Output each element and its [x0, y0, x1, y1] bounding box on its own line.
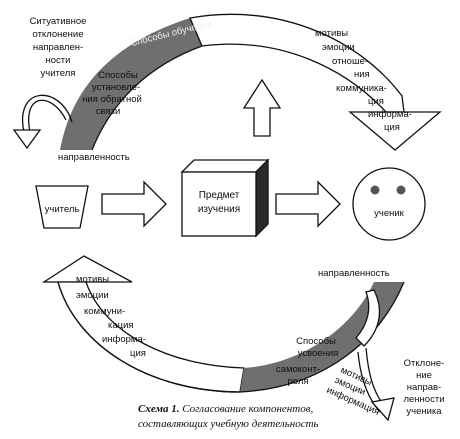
subject-line-2: изучения	[198, 204, 240, 215]
subject-cube-top	[180, 159, 270, 173]
teacher-deviation-text: Ситуативное отклонение направлен- ности …	[30, 16, 87, 79]
student-deviation-arrowhead	[370, 397, 395, 422]
top-right-line-1: мотивы	[315, 28, 348, 39]
bottom-left-line-1: мотивы	[76, 274, 109, 285]
up-arrow	[242, 78, 282, 137]
teacher-deviation-arrowhead	[12, 129, 42, 150]
subject-cube-side	[255, 158, 269, 238]
student-deviation-line-4: ленности	[403, 394, 444, 405]
student-deviation-line-2: ние	[416, 370, 432, 381]
deviation-line-2: отклонение	[33, 29, 84, 40]
student-deviation-line-5: ученика	[406, 406, 442, 417]
bottom-left-line-5: информа-	[102, 334, 146, 345]
top-right-list: мотивы эмоции отноше- ния коммуника- ция…	[315, 28, 412, 133]
feedback-line-2: установле-	[92, 82, 140, 93]
top-right-line-7: информа-	[368, 109, 412, 120]
caption-line-1: Схема 1. Согласование компонентов,	[138, 403, 313, 415]
teacher-label: учитель	[45, 204, 80, 215]
top-right-line-3: отноше-	[332, 56, 368, 67]
top-arc-inner-edge	[91, 45, 203, 151]
bottom-arc-arrowhead	[41, 255, 133, 283]
bottom-left-line-6: ция	[130, 348, 146, 359]
caption-number: Схема 1.	[138, 403, 179, 415]
student-deviation-swirl	[355, 289, 381, 347]
student-left-eye	[370, 185, 380, 195]
student-right-eye	[396, 185, 406, 195]
top-right-line-6: ция	[368, 96, 384, 107]
deviation-line-1: Ситуативное	[30, 16, 87, 27]
bottom-left-line-4: кация	[108, 320, 134, 331]
teacher-deviation-curve-inner	[21, 94, 73, 133]
subject-cube: Предмет изучения	[180, 158, 270, 238]
subject-cube-front	[181, 171, 257, 237]
deviation-line-3: направлен-	[33, 42, 83, 53]
student-deviation-line-1: Отклоне-	[404, 358, 445, 369]
bottom-left-line-2: эмоции	[76, 290, 109, 301]
student-small-list: мотивы эмоции информация	[325, 365, 381, 418]
subject-line-1: Предмет	[199, 190, 240, 201]
teacher-deviation-curve	[28, 99, 67, 133]
feedback-line-4: связи	[96, 106, 121, 117]
bottom-left-list: мотивы эмоции коммуни- кация информа- ци…	[76, 274, 146, 359]
teacher-deviation-arrow	[12, 94, 73, 150]
top-right-line-4: ния	[354, 69, 370, 80]
student-deviation-text: Отклоне- ние направ- ленности ученика	[403, 358, 444, 417]
caption-line-2: составляющих учебную деятельность	[138, 418, 319, 430]
selfcontrol-line-2: роля	[287, 376, 308, 387]
top-arc	[60, 13, 442, 151]
arrow-subject-to-student	[275, 180, 341, 228]
caption-line-1-text: Согласование компонентов,	[182, 403, 313, 415]
student-orientation-label: направленность	[318, 268, 390, 279]
teacher-cup-shape	[35, 185, 89, 229]
top-arc-shaded-band	[60, 18, 202, 150]
top-right-line-5: коммуника-	[336, 83, 387, 94]
feedback-line-3: ния обратной	[82, 94, 142, 105]
caption: Схема 1. Согласование компонентов, соста…	[138, 403, 319, 430]
bottom-arc	[41, 255, 405, 393]
feedback-methods-text: Способы установле- ния обратной связи	[82, 70, 142, 117]
top-right-line-8: ция	[384, 122, 400, 133]
selfcontrol-text: самоконт- роля	[276, 364, 320, 387]
bottom-arc-shaded-band	[240, 282, 404, 392]
bottom-left-line-3: коммуни-	[84, 306, 125, 317]
deviation-line-4: ности	[46, 55, 71, 66]
teacher-orientation-label: направленность	[58, 152, 130, 163]
student-face: ученик	[352, 167, 426, 241]
selfcontrol-line-1: самоконт-	[276, 364, 320, 375]
deviation-line-5: учителя	[41, 68, 76, 79]
learning-methods-text: Способы усвоения	[296, 336, 338, 359]
top-right-line-2: эмоции	[322, 42, 355, 53]
student-deviation-line-3: направ-	[407, 382, 441, 393]
learning-line-1: Способы	[296, 336, 336, 347]
student-face-circle	[352, 167, 426, 241]
top-arc-arrowhead	[348, 111, 442, 151]
teacher-cup: учитель	[35, 185, 89, 229]
arrow-teacher-to-subject	[101, 180, 167, 228]
feedback-line-1: Способы	[98, 70, 138, 81]
student-label: ученик	[374, 208, 405, 219]
learning-line-2: усвоения	[298, 348, 339, 359]
